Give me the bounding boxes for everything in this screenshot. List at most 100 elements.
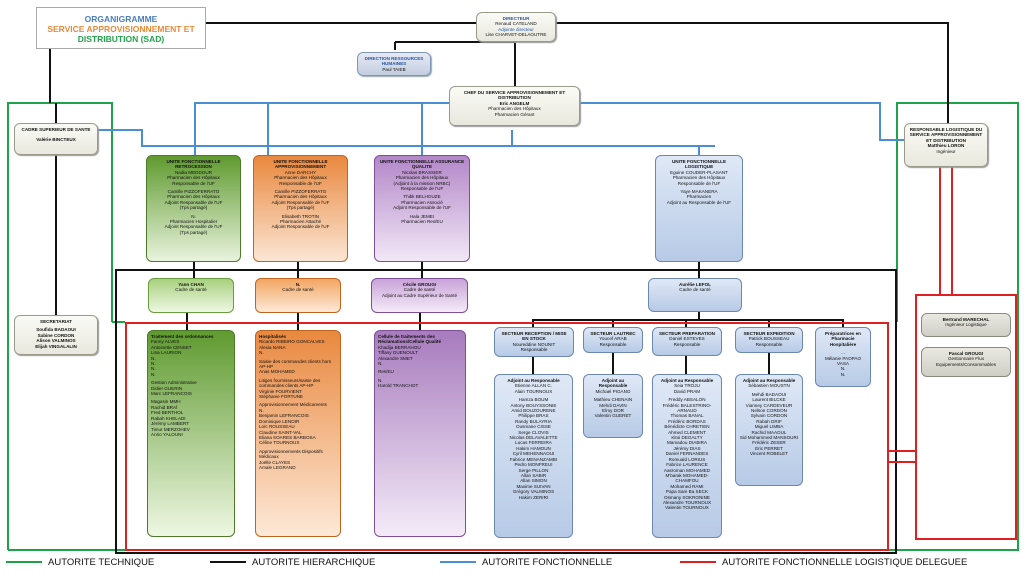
uf-retro-line: (Tps partagé)	[179, 229, 208, 235]
cadre-role: Cadre de santé	[679, 287, 711, 293]
cadre-name: N.	[295, 282, 301, 287]
cadre-name: Yann CHAN	[178, 282, 204, 287]
list-preparation-line: Bénédicte CHRETIEN	[664, 424, 710, 430]
list-expedition-line: Rachid MAAOUL	[751, 429, 787, 435]
drh-name: Paul TAIEB	[382, 66, 406, 72]
col-green-line: Rabah KHELADI	[151, 415, 186, 421]
uf-qualite-line: Thibk BELHOUZE	[403, 194, 441, 200]
preparatrices-line: N.	[840, 371, 846, 377]
list-reception-line: Amid BOUZOURENE	[511, 408, 556, 414]
col-green-line: Gestion Administrative	[151, 380, 197, 386]
list-expedition-line: Frédéric ZESER	[752, 440, 786, 446]
list-preparation-line: Mohamed RAMI	[670, 483, 704, 489]
list-reception-line: Fabrice MENANZAMBI	[509, 456, 558, 462]
chef-role-1: Pharmacien des Hôpitaux	[488, 106, 541, 112]
list-reception-line: Hakim HAMOUN	[516, 445, 551, 451]
uf-retro-line: (Tps partagé)	[179, 205, 208, 211]
sec-lautrec-line: SECTEUR LAUTREC	[590, 331, 636, 336]
col-orange-line: Claudine SAINT-VAL	[259, 429, 302, 435]
col-orange-line: Stéphanie FORTUNE	[259, 394, 304, 400]
cadre-role: Cadre de santé	[175, 287, 207, 293]
col-orange-line: Eliana SOARES BARBOSA	[259, 434, 316, 440]
list-reception-line: Ousmane CISSE	[516, 424, 551, 430]
legend-technique: AUTORITE TECHNIQUE	[6, 557, 154, 569]
sec-reception-line: Responsable	[520, 347, 548, 353]
uf-logistique-line: Pharmacien	[686, 194, 712, 200]
uf-retro-line: N.	[191, 213, 196, 219]
sec-lautrec-line: Youcef ARAB	[599, 336, 627, 342]
list-preparation-line: Adjoint au Responsable	[660, 378, 714, 383]
uf-appro-line: Pharmacien des Hôpitaux	[274, 175, 327, 181]
list-preparation-line: Romuald LORIUS	[668, 456, 706, 462]
list-reception-line: Hamza BOUM	[518, 397, 549, 403]
uf-appro-line: Pharmacien Attaché	[279, 219, 322, 225]
col-purple-line: Res/EU	[378, 369, 394, 375]
col-orange-line: Saisie des commandes clients hors AP-HP	[259, 358, 332, 370]
preparatrices-line: Mélanie PAOPAO VASA	[824, 355, 862, 367]
sec-preparation-line: Responsable	[673, 341, 701, 347]
list-lautrec-line: Adjoint au Responsable	[598, 378, 628, 389]
col-orange-line: Litiges fournisseurs/saisie des commande…	[259, 377, 321, 389]
title-line-1: ORGANIGRAMME	[84, 14, 158, 24]
chef-name: Eric ANGELM	[499, 100, 530, 106]
list-reception-line: Lucas FERREIRA	[515, 440, 552, 446]
list-preparation-line: M'barak MOHAMED-CHAMFOU	[665, 472, 709, 484]
cadre-name: Cécile GROUGI	[402, 282, 437, 287]
preparatrices-line: ...	[841, 350, 845, 356]
uf-appro-line: Adjoint Responsable de l'UF	[271, 224, 330, 230]
directeur-adjoint-title: Adjointe directeur	[498, 26, 534, 32]
col-orange-line: Approvisionnement Médicaments	[259, 402, 327, 408]
col-orange-line: Anas MOHAMED	[259, 369, 295, 375]
col-green-line: N.	[151, 371, 156, 377]
cadre-sup-name: Valérie BINCTEUX	[36, 137, 76, 143]
list-preparation-line: Aasroman MOHAMED	[663, 467, 711, 473]
list-preparation-line: Seia TROJU	[674, 383, 700, 389]
cadre-name: Aurélie LEFOL	[679, 282, 711, 287]
list-preparation-line: Thomas BANAL	[670, 413, 704, 419]
secretariat-member: Soufida BADAOUI	[36, 327, 76, 333]
uf-logistique-line: Adjoint au Responsable de l'UF	[666, 199, 732, 205]
pascal-line: Pascal GROUGI	[948, 351, 984, 356]
resp-log-name: Matthieu LORON	[927, 143, 965, 149]
col-green-line: Antoinette CENSET	[151, 344, 192, 350]
col-purple-line: Tiffany GUENOULT	[378, 350, 418, 356]
uf-logistique-line: Pharmacien des Hôpitaux	[672, 175, 726, 181]
legend-label-hierarchique: AUTORITE HIERARCHIQUE	[252, 557, 376, 568]
legend-swatch-hierarchique	[210, 561, 246, 564]
cadre-role-2: Adjoint au Cadre Supérieur de Santé	[381, 292, 458, 298]
uf-retro-line: Adjoint Responsable de l'UF	[164, 224, 223, 230]
secretariat-member: Sabine CORDON	[37, 332, 75, 338]
box-cadre-yann: Yann CHAN Cadre de santé	[148, 278, 234, 313]
uf-qualite-line: Pharmacien Res/EU	[401, 219, 443, 225]
list-reception-line: Nicolas DELAVALETTE	[509, 435, 558, 441]
uf-logistique-line: Responsable de l'UF	[677, 180, 721, 186]
list-preparation-line: David PRAM	[673, 388, 701, 394]
list-reception-line: Grégory VALMINOS	[512, 489, 555, 495]
list-preparation-line: Jérémy DIAS	[673, 445, 701, 451]
list-expedition-line: Nelson CORDON	[751, 408, 787, 414]
col-green-line: Marc LEFRANCOIS	[151, 391, 192, 397]
list-preparation-line: Fabrice LAURENCE	[666, 462, 708, 468]
list-expedition-line: Sébastien MOUSTN	[748, 383, 790, 389]
box-cadre-cecile: Cécile GROUGI Cadre de santé Adjoint au …	[371, 278, 468, 313]
box-drh: DIRECTION RESSOURCES HUMAINES Paul TAIEB	[357, 52, 431, 76]
uf-retro-line: Pharmacien Hospitalier	[169, 219, 218, 225]
resp-log-title: RESPONSABLE LOGISTIQUE DU SERVICE APPROV…	[909, 127, 983, 143]
col-purple-line: Harold TRANCHOT	[378, 383, 419, 389]
col-green-line: N.	[151, 361, 156, 367]
legend-logistique: AUTORITE FONCTIONNELLE LOGISTIQUE DELEGU…	[680, 557, 967, 569]
list-expedition-line: Laurent BILCKE	[752, 397, 786, 403]
uf-qualite-line: Adjoint Responsable de l'UF	[393, 205, 451, 211]
directeur-title: DIRECTEUR	[502, 16, 530, 21]
list-reception-line: Serge CLOVIS	[518, 429, 549, 435]
uf-qualite-line: UNITE FONCTIONNELLE ASSURANCE QUALITE	[379, 159, 465, 170]
sec-lautrec-line: Responsable	[599, 341, 627, 347]
uf-logistique-line: Eguine COUDER-PLASANT	[670, 169, 728, 175]
legend-swatch-fonctionnelle	[440, 561, 476, 564]
col-green-line: N.	[151, 366, 156, 372]
